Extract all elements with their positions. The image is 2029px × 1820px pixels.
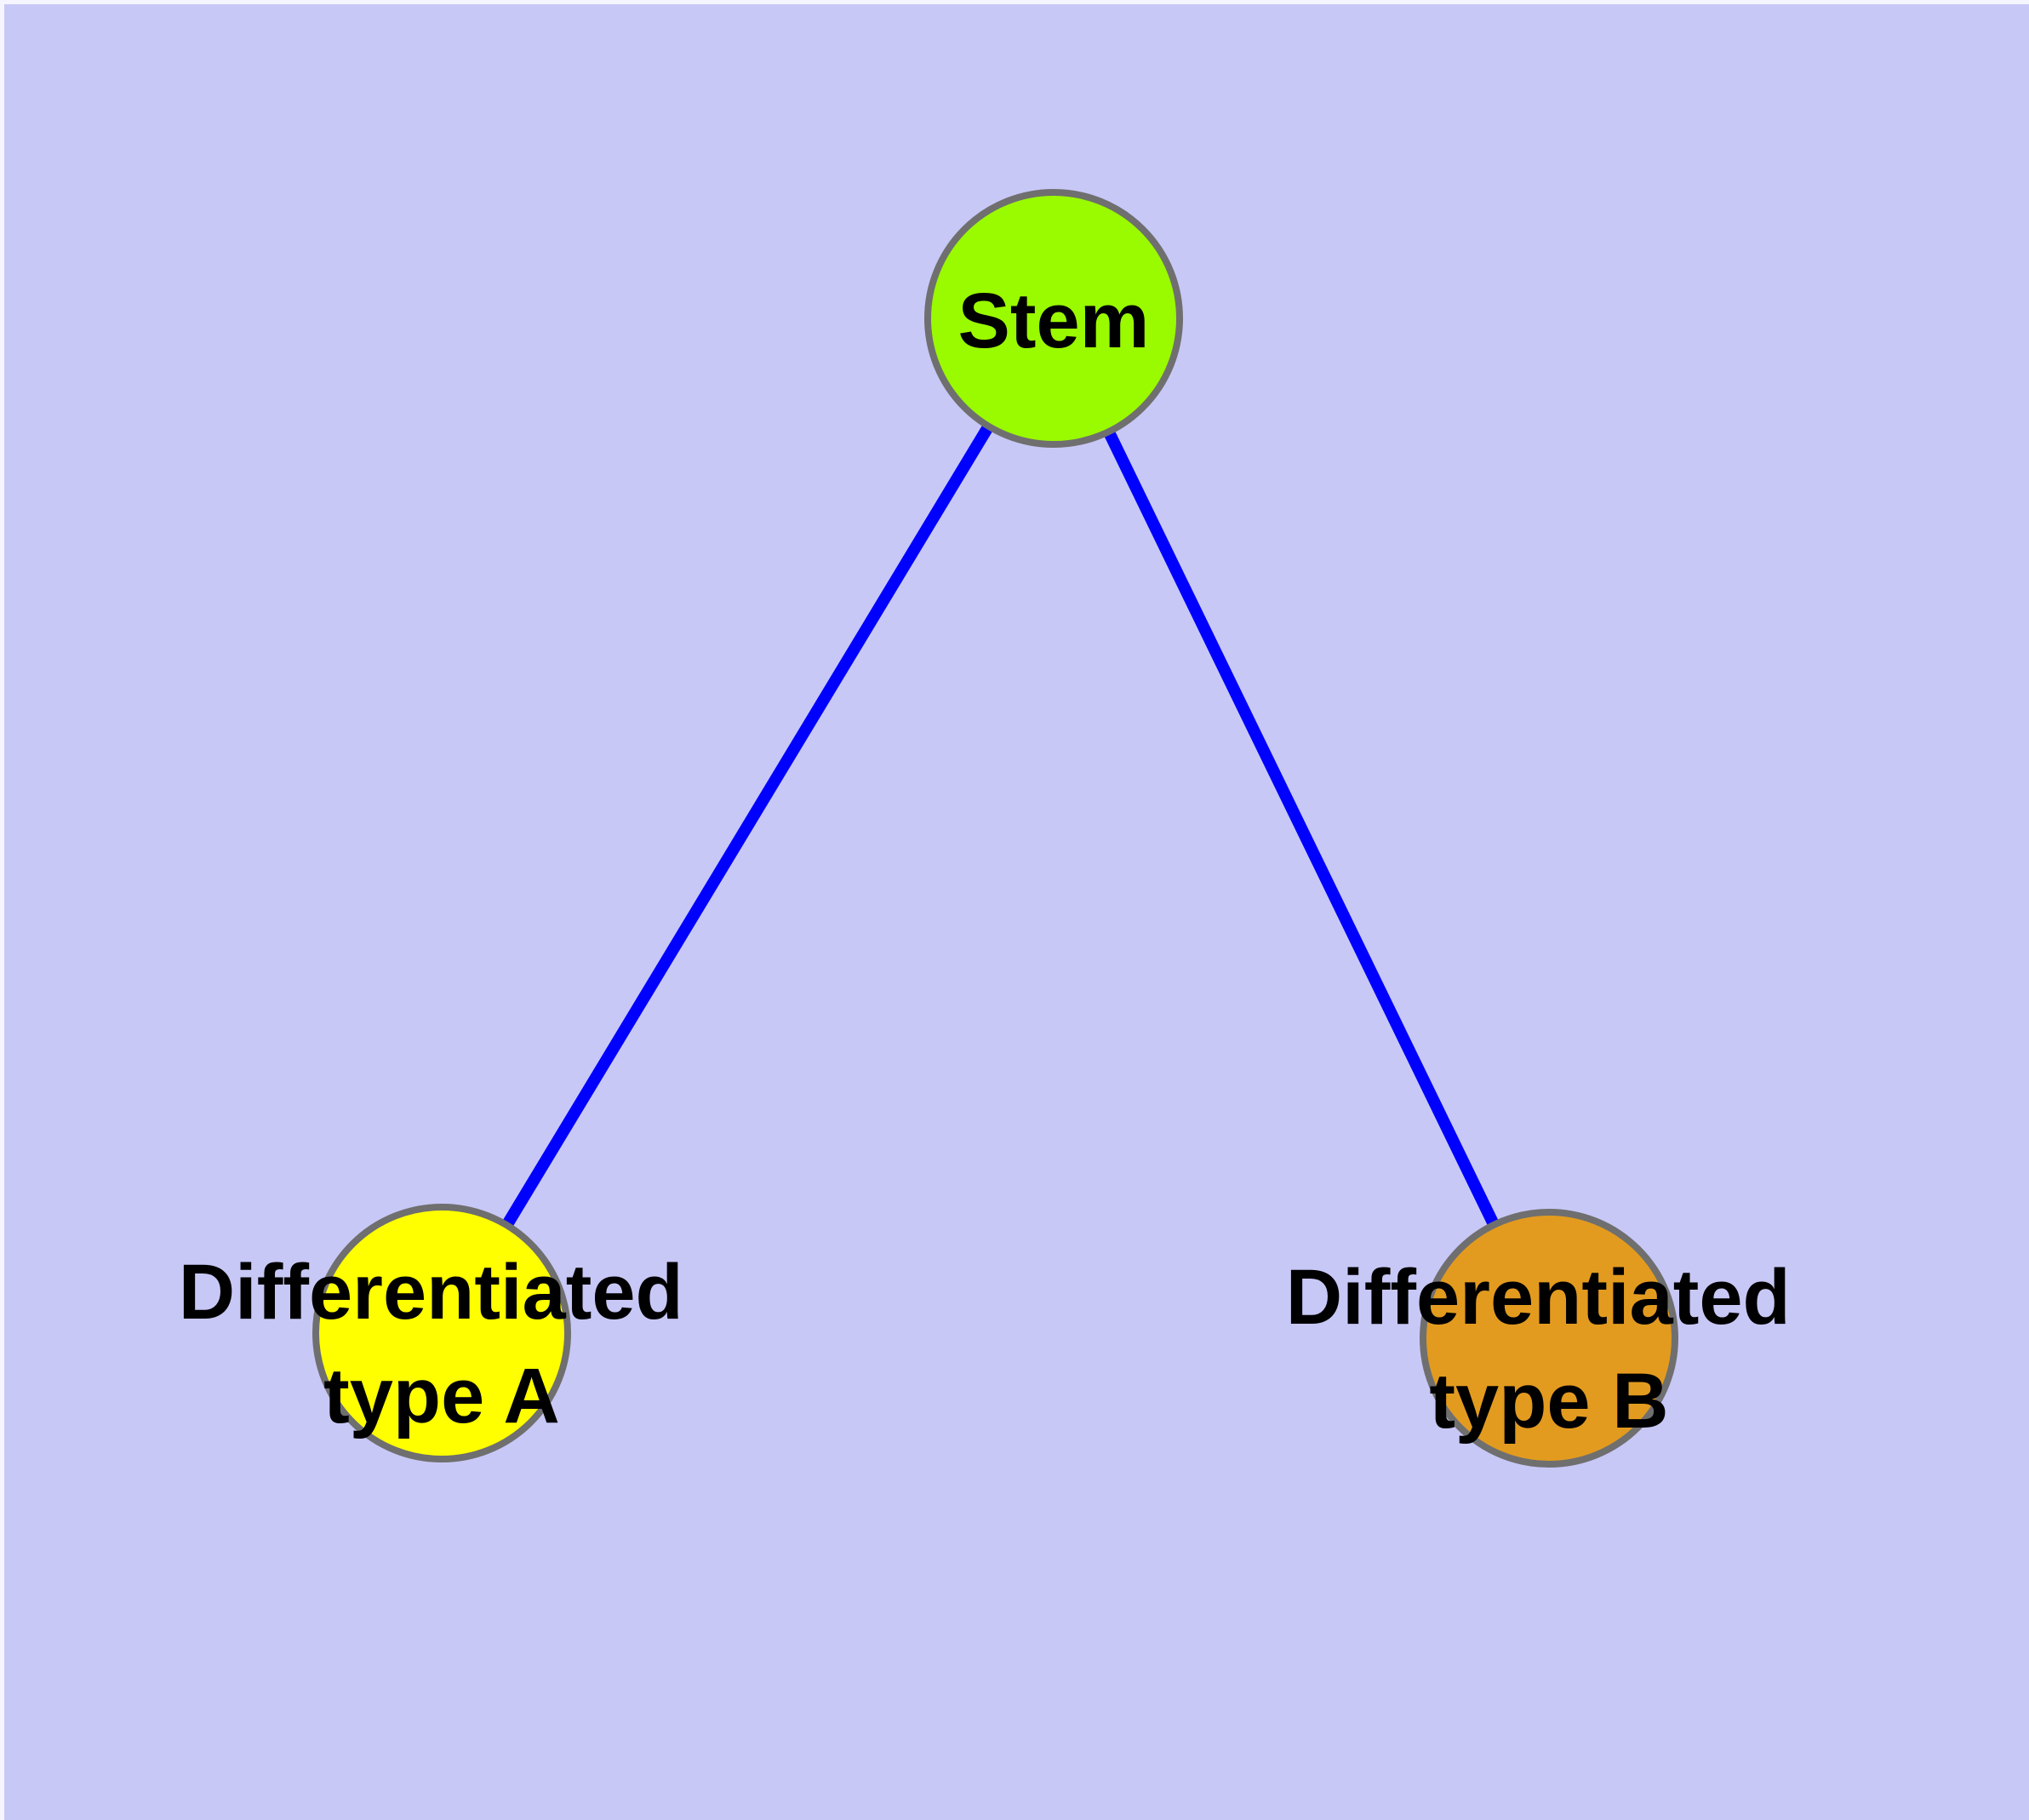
type-b-label-line-2: type B	[1429, 1358, 1668, 1445]
type-a-label-line-2: type A	[323, 1353, 560, 1439]
window-left-edge-highlight	[0, 0, 4, 1820]
edge-stem-to-type-a	[437, 315, 1059, 1336]
type-b-node-label: Differentiated type B	[1286, 1254, 1813, 1445]
type-b-node-circle	[1420, 1209, 1678, 1468]
type-b-label-line-1: Differentiated	[1286, 1254, 1791, 1341]
edge-stem-to-type-b	[1048, 315, 1555, 1342]
type-a-node-label: Differentiated type A	[179, 1249, 706, 1439]
node-differentiated-type-b: Differentiated type B	[1286, 1209, 1813, 1468]
edges-layer	[437, 315, 1555, 1342]
type-a-node-circle	[312, 1204, 571, 1462]
nodes-layer: Stem Differentiated type A Differentiate…	[179, 189, 1813, 1468]
stem-node-label: Stem	[958, 278, 1150, 364]
type-a-label-line-1: Differentiated	[179, 1249, 683, 1336]
node-differentiated-type-a: Differentiated type A	[179, 1204, 706, 1462]
node-stem: Stem	[924, 189, 1183, 448]
window-top-edge-highlight	[0, 0, 2029, 4]
stem-node-circle	[924, 189, 1183, 448]
stem-label-line-1: Stem	[958, 278, 1150, 364]
